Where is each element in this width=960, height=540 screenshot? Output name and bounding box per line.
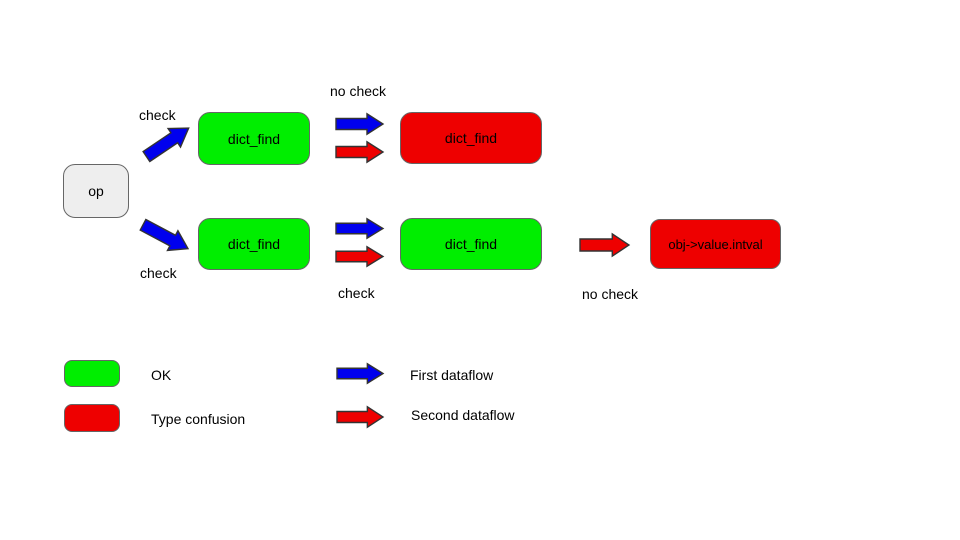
obj-value-intval-sink-node: obj->value.intval xyxy=(650,219,781,269)
dict-find-node-top-checked: dict_find xyxy=(198,112,310,165)
check-label-bottom-left: check xyxy=(140,265,177,281)
first-dataflow-arrow-top-row xyxy=(336,113,384,135)
legend-ok-swatch xyxy=(64,360,120,387)
first-dataflow-arrow-op-to-top-dictfind xyxy=(140,118,197,167)
legend-ok-label: OK xyxy=(151,367,172,383)
second-dataflow-arrow-bottom-row xyxy=(336,246,384,267)
dict-find-node-bottom-checked: dict_find xyxy=(198,218,310,270)
legend-type-confusion-swatch xyxy=(64,404,120,432)
dict-find-node-type-confusion: dict_find xyxy=(400,112,542,164)
no-check-label-top: no check xyxy=(330,83,387,99)
first-dataflow-arrow-op-to-bottom-dictfind xyxy=(137,214,194,260)
dict-find-node-bottom-checked-2: dict_find xyxy=(400,218,542,270)
check-label-bottom-middle: check xyxy=(338,285,375,301)
second-dataflow-arrow-to-sink xyxy=(580,233,630,257)
legend-type-confusion-label: Type confusion xyxy=(151,411,246,427)
check-label-top: check xyxy=(139,107,176,123)
legend-first-dataflow-arrow xyxy=(337,363,384,384)
legend-second-dataflow-label: Second dataflow xyxy=(411,407,515,423)
legend-second-dataflow-arrow xyxy=(337,406,384,428)
second-dataflow-arrow-top-row xyxy=(336,141,384,163)
legend-first-dataflow-label: First dataflow xyxy=(410,367,494,383)
no-check-label-bottom: no check xyxy=(582,286,639,302)
first-dataflow-arrow-bottom-row xyxy=(336,218,384,239)
op-node: op xyxy=(63,164,129,218)
